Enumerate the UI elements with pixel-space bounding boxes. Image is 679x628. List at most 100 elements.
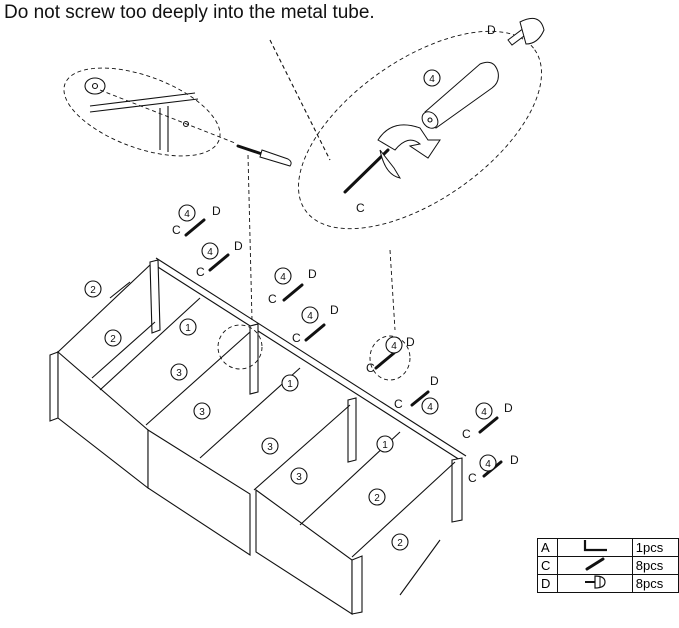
marker-4: 4 bbox=[475, 402, 493, 420]
svg-text:1: 1 bbox=[382, 440, 388, 451]
svg-text:4: 4 bbox=[485, 459, 491, 470]
panel-rear-1 bbox=[149, 259, 161, 334]
svg-text:4: 4 bbox=[391, 341, 397, 352]
marker-4: 4 bbox=[385, 336, 403, 354]
panel-rear-4 bbox=[451, 457, 463, 523]
label-c: C bbox=[366, 361, 375, 375]
rail-2 bbox=[145, 331, 251, 426]
legend-letter: A bbox=[537, 538, 558, 557]
screw-cap-icon bbox=[507, 17, 545, 46]
instruction-text: Do not screw too deeply into the metal t… bbox=[4, 2, 375, 23]
l-bracket-icon bbox=[556, 538, 633, 557]
label-d: D bbox=[510, 453, 519, 467]
marker-4: 4 bbox=[201, 242, 219, 260]
svg-text:4: 4 bbox=[207, 247, 213, 258]
legend-qty: 8pcs bbox=[631, 556, 679, 575]
marker-2: 2 bbox=[391, 533, 409, 551]
marker-3: 3 bbox=[170, 363, 188, 381]
panel-front-1 bbox=[147, 429, 251, 557]
label-d: D bbox=[308, 267, 317, 281]
marker-2: 2 bbox=[84, 280, 102, 298]
panel-rear-3 bbox=[347, 397, 357, 463]
tube-number: 4 bbox=[429, 74, 435, 85]
marker-3: 3 bbox=[290, 467, 308, 485]
label-d: D bbox=[330, 303, 339, 317]
panel-hole-icon bbox=[182, 120, 190, 128]
tube-stub-1 bbox=[109, 281, 131, 299]
label-d: D bbox=[212, 204, 221, 218]
bolt-icon bbox=[410, 390, 430, 407]
legend-letter: D bbox=[537, 574, 558, 593]
label-d: D bbox=[234, 239, 243, 253]
legend-letter: C bbox=[537, 556, 558, 575]
leader-line-left bbox=[247, 154, 253, 321]
number-markers: 4 4 4 4 4 4 4 4 2 2 2 2 1 1 1 3 3 3 3 bbox=[84, 204, 497, 551]
svg-text:1: 1 bbox=[287, 379, 293, 390]
screw-cap-icon bbox=[556, 574, 633, 593]
label-d: D bbox=[430, 374, 439, 388]
bolt-icon bbox=[282, 283, 304, 302]
marker-4: 4 bbox=[301, 306, 319, 324]
marker-4: 4 bbox=[479, 454, 497, 472]
leader-line-instruction bbox=[269, 39, 331, 161]
panel-edge-top bbox=[89, 92, 196, 107]
label-d: D bbox=[504, 401, 513, 415]
marker-1: 1 bbox=[376, 435, 394, 453]
screw-d-label: D bbox=[487, 23, 496, 37]
svg-text:3: 3 bbox=[267, 442, 273, 453]
metal-tube-icon bbox=[421, 61, 499, 129]
svg-text:2: 2 bbox=[374, 493, 380, 504]
svg-text:3: 3 bbox=[199, 407, 205, 418]
marker-3: 3 bbox=[193, 402, 211, 420]
bolt-icon bbox=[208, 253, 230, 272]
callout-left bbox=[63, 67, 292, 167]
panel-left-end bbox=[49, 351, 59, 422]
label-c: C bbox=[394, 397, 403, 411]
bolt-group bbox=[184, 218, 503, 478]
rail-mid-1 bbox=[99, 297, 201, 391]
bolt-icon bbox=[478, 416, 499, 434]
callout-right: 4 D C bbox=[298, 17, 545, 230]
marker-4: 4 bbox=[421, 397, 439, 415]
marker-2: 2 bbox=[368, 488, 386, 506]
leader-line-right bbox=[389, 249, 396, 331]
marker-3: 3 bbox=[261, 437, 279, 455]
legend-qty: 1pcs bbox=[631, 538, 679, 557]
panel-left-front bbox=[57, 350, 149, 490]
svg-text:4: 4 bbox=[481, 407, 487, 418]
marker-4: 4 bbox=[274, 267, 292, 285]
bolt-icon bbox=[556, 556, 633, 575]
rail-back-top bbox=[149, 261, 461, 461]
svg-text:4: 4 bbox=[307, 311, 313, 322]
svg-text:4: 4 bbox=[427, 402, 433, 413]
zoom-circle-right bbox=[369, 335, 411, 381]
callout-left-ellipse bbox=[63, 67, 221, 157]
tube-stub-2 bbox=[91, 321, 156, 379]
legend-qty: 8pcs bbox=[631, 574, 679, 593]
marker-4: 4 bbox=[178, 204, 196, 222]
svg-text:3: 3 bbox=[176, 368, 182, 379]
label-c: C bbox=[172, 223, 181, 237]
legend-row: D 8pcs bbox=[537, 574, 679, 593]
marker-1: 1 bbox=[179, 318, 197, 336]
tube-number-circle bbox=[423, 69, 441, 87]
bolt-icon bbox=[343, 148, 390, 194]
bolt-icon bbox=[374, 351, 396, 370]
legend-row: A 1pcs bbox=[537, 538, 679, 557]
callout-right-ellipse bbox=[298, 30, 542, 230]
label-d: D bbox=[406, 335, 415, 349]
parts-legend: A 1pcs C 8pcs D 8pcs bbox=[537, 538, 679, 593]
insertion-path bbox=[99, 89, 236, 144]
rotate-arrow-icon bbox=[377, 124, 441, 179]
letter-labels: C D C D C D C D C D C D C D C D bbox=[172, 204, 519, 485]
svg-text:2: 2 bbox=[90, 285, 96, 296]
svg-text:3: 3 bbox=[296, 472, 302, 483]
panel-edge-top-2 bbox=[89, 98, 199, 113]
panel-right-end bbox=[351, 555, 363, 615]
shelf-frame bbox=[49, 257, 467, 616]
svg-text:2: 2 bbox=[397, 538, 403, 549]
label-c: C bbox=[196, 265, 205, 279]
panel-front-2 bbox=[255, 488, 353, 616]
